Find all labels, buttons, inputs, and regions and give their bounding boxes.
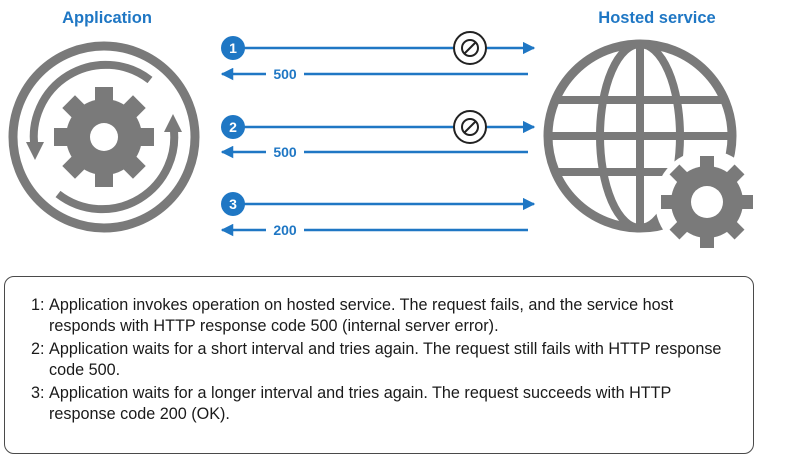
note-step-2: 2: Application waits for a short interva… — [31, 339, 735, 381]
step-number: 3 — [229, 196, 237, 212]
step-badge — [221, 192, 245, 216]
response-code: 200 — [273, 222, 297, 238]
response-code: 500 — [273, 144, 297, 160]
response-code: 500 — [273, 66, 297, 82]
notes-box: 1: Application invokes operation on host… — [4, 276, 754, 454]
step-3: 3 200 — [220, 192, 536, 238]
application-refresh-gear-icon — [8, 41, 200, 233]
step-2: 2 500 — [220, 110, 536, 160]
no-entry-icon — [453, 31, 487, 65]
note-text: Application waits for a short interval a… — [49, 340, 722, 379]
note-number: 1: — [31, 296, 45, 314]
step-number: 2 — [229, 119, 237, 135]
no-entry-icon — [453, 110, 487, 144]
step-badge — [221, 115, 245, 139]
step-1: 1 500 — [220, 31, 536, 82]
note-text: Application invokes operation on hosted … — [49, 296, 674, 335]
note-text: Application waits for a longer interval … — [49, 384, 672, 423]
note-number: 2: — [31, 340, 45, 358]
retry-diagram: Application Hosted service — [8, 9, 759, 254]
note-number: 3: — [31, 384, 45, 402]
note-step-3: 3: Application waits for a longer interv… — [31, 383, 735, 425]
note-step-1: 1: Application invokes operation on host… — [31, 295, 735, 337]
hosted-service-label: Hosted service — [598, 9, 715, 27]
application-label: Application — [62, 9, 152, 27]
hosted-service-globe-gear-icon — [543, 39, 759, 254]
step-badge — [221, 36, 245, 60]
step-number: 1 — [229, 40, 237, 56]
